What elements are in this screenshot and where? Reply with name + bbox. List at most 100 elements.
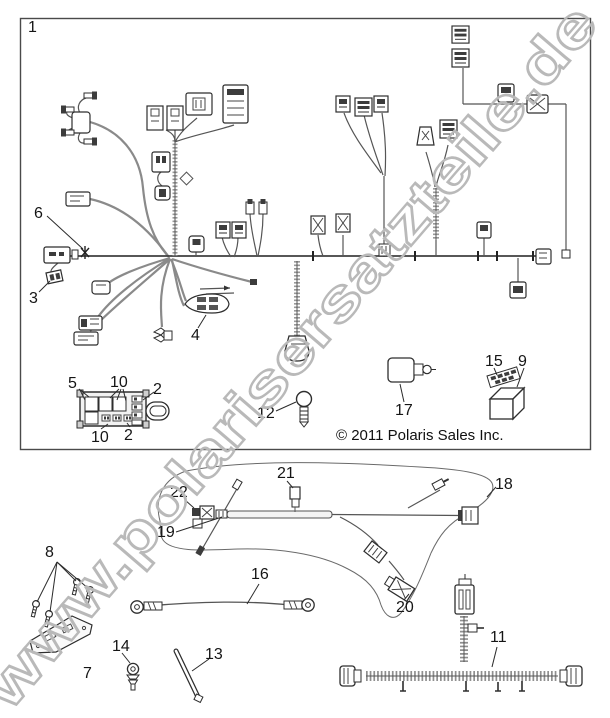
callout-12: 12 (257, 405, 275, 422)
callout-14: 14 (112, 638, 130, 655)
ground-cable-icon (130, 598, 315, 614)
connector-icon (458, 506, 479, 525)
corrugated-tubes (294, 188, 439, 336)
push-clip-icon (126, 662, 140, 691)
callout-6: 6 (34, 205, 43, 222)
callout-7: 7 (83, 665, 92, 682)
connector-icon (154, 185, 171, 201)
connector-icon (363, 540, 388, 564)
wire-tip-icon (561, 249, 571, 259)
crimp-icon (143, 601, 163, 611)
figure-border (19, 17, 592, 451)
boot-connector-icon (339, 665, 362, 687)
connector-icon (416, 126, 435, 146)
callout-13: 13 (205, 646, 223, 663)
callout-22: 22 (170, 484, 188, 501)
connector-icon (45, 269, 64, 285)
connector-icon (91, 280, 111, 295)
module-icon (43, 246, 79, 264)
leader-lines (38, 215, 525, 430)
t-harness-icon (339, 574, 583, 692)
wire-tip-icon (195, 545, 206, 556)
connector-icon (65, 191, 91, 207)
callout-8: 8 (45, 544, 54, 561)
arrow-head (224, 285, 230, 291)
connector-icon (78, 315, 103, 331)
callout-10b: 10 (91, 429, 109, 446)
ferrule-icon (378, 243, 391, 257)
callout-4: 4 (191, 327, 200, 344)
callout-21: 21 (277, 465, 295, 482)
connector-icon (454, 574, 475, 615)
connector-icon (526, 94, 549, 114)
lower-harness (192, 478, 479, 603)
box-icon (488, 386, 526, 421)
relay-icon (387, 357, 436, 383)
eyelet-screw-icon (295, 390, 313, 428)
harness-outline (157, 462, 494, 618)
callout-3: 3 (29, 290, 38, 307)
rod-icon (173, 648, 204, 704)
connector-icon (192, 505, 215, 529)
clamp-icon (80, 246, 90, 259)
callout-11: 11 (490, 629, 507, 646)
connector-icon (451, 48, 470, 68)
boot-connector-icon (559, 665, 583, 687)
connector-icon (310, 215, 326, 235)
callout-1: 1 (28, 19, 37, 36)
connector-icon (146, 105, 164, 131)
marker-icon (179, 171, 194, 186)
branch-wires (50, 68, 567, 295)
connector-icon (497, 83, 515, 103)
connector-icon (451, 25, 470, 44)
leader-lines-lower (36, 480, 498, 672)
connector-icon (373, 95, 389, 113)
boot-connector-icon (284, 335, 310, 362)
connector-icon (335, 95, 351, 113)
connector-icon (231, 221, 247, 239)
connector-icon (383, 575, 416, 603)
connector-icon (215, 221, 231, 239)
callout-15: 15 (485, 353, 503, 370)
wire-tip-icon (250, 279, 257, 285)
connector-icon (476, 221, 492, 239)
crimp-icon (283, 600, 303, 610)
connector-icon (335, 213, 351, 233)
connector-icon (73, 331, 99, 346)
callout-2b: 2 (124, 427, 133, 444)
inline-fuse-icon (184, 293, 230, 314)
connector-icon (509, 281, 527, 299)
callout-5: 5 (68, 375, 77, 392)
callout-2a: 2 (153, 381, 162, 398)
connector-icon (289, 486, 301, 512)
ferrule-icon (215, 509, 228, 519)
callout-17: 17 (395, 402, 413, 419)
connector-icon (166, 105, 184, 131)
fuse-strip-icon (486, 366, 521, 389)
callout-10a: 10 (110, 374, 128, 391)
connector-icon (535, 248, 552, 265)
connector-icon (185, 92, 213, 116)
four-pin-connector-icon (60, 91, 98, 146)
connector-icon (354, 97, 373, 117)
pin-icon (258, 199, 268, 215)
bracket-icon (29, 615, 93, 654)
wire-tip-icon (231, 478, 243, 491)
harness-trunk (44, 140, 548, 261)
callout-19: 19 (157, 524, 175, 541)
callout-16: 16 (251, 566, 269, 583)
connector-icon (222, 84, 249, 124)
copyright-text: © 2011 Polaris Sales Inc. (336, 427, 504, 444)
connectors (43, 25, 571, 362)
callout-18: 18 (495, 476, 513, 493)
fuse-box-icon (76, 389, 170, 429)
connector-icon (439, 119, 458, 139)
clip-icon (467, 623, 484, 633)
callout-20: 20 (396, 599, 414, 616)
ferrule-icon (431, 478, 450, 491)
pin-icon (245, 199, 255, 215)
connector-icon (152, 327, 173, 343)
callout-9: 9 (518, 353, 527, 370)
